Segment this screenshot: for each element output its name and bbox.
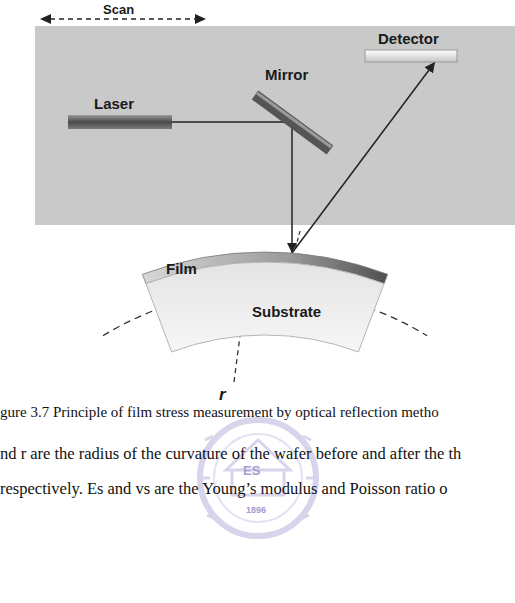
- mirror-face: [257, 93, 331, 147]
- part-label: Laser: [94, 95, 134, 113]
- substrate-wafer: [146, 262, 384, 352]
- mirror-plate: [255, 95, 330, 150]
- part-label: Film: [166, 260, 197, 278]
- watermark-text: ES: [243, 463, 260, 478]
- label-holder: ES: [243, 461, 260, 479]
- scan-arrowhead: [40, 14, 51, 24]
- body-text: respectively. Es and vs are the Young’s …: [0, 479, 448, 498]
- caption-holder: gure 3.7 Principle of film stress measur…: [0, 403, 439, 421]
- light-beam: [291, 122, 293, 253]
- watermark-text: 1896: [246, 505, 266, 515]
- scan-arrow: [50, 18, 196, 20]
- body-text: nd r are the radius of the curvature of …: [0, 444, 461, 463]
- laser-body: [68, 115, 172, 129]
- part-label: Substrate: [252, 303, 321, 321]
- mirror-unit: Mirror: [250, 66, 335, 155]
- label-holder: r: [219, 385, 226, 405]
- light-beam: [172, 121, 292, 123]
- laser-unit: Laser: [68, 95, 172, 131]
- label-holder: nd r are the radius of the curvature of …: [0, 444, 461, 463]
- label-holder: 1896: [246, 499, 266, 517]
- watermark-logo: [200, 420, 316, 536]
- scan-arrowhead: [195, 14, 206, 24]
- light-beam: [292, 62, 435, 253]
- label-holder: respectively. Es and vs are the Young’s …: [0, 479, 448, 498]
- detector-body: [365, 50, 457, 62]
- part-label: Detector: [378, 30, 439, 48]
- watermark-ring: [200, 420, 316, 536]
- scan-label: Scan: [103, 2, 134, 17]
- label-holder: Scan: [103, 0, 134, 18]
- radius-label: r: [219, 385, 226, 405]
- instrument-panel: [35, 26, 515, 225]
- figure-caption: gure 3.7 Principle of film stress measur…: [0, 403, 439, 421]
- part-label: Mirror: [265, 66, 308, 84]
- detector-unit: Detector: [365, 30, 457, 64]
